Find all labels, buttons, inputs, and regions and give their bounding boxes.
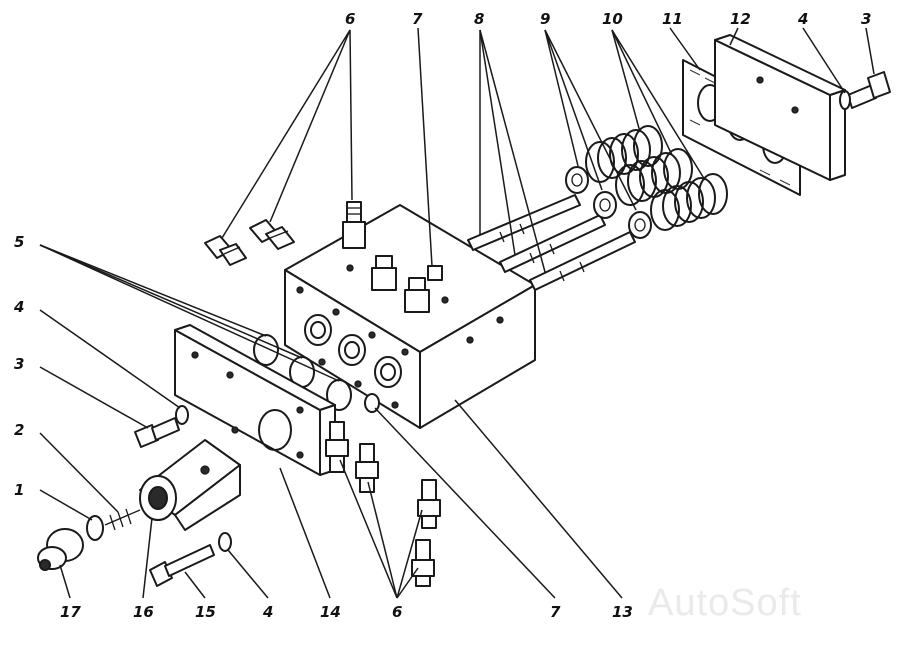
bottom-fitting-6a: [325, 421, 349, 473]
spring-2: [104, 508, 141, 531]
callout-1: 1: [14, 481, 24, 499]
callout-6-top: 6: [345, 10, 355, 28]
top-fitting-6: [342, 201, 366, 249]
plug-17: [37, 528, 84, 571]
callout-10: 10: [602, 10, 623, 28]
callout-4-left: 4: [13, 298, 24, 316]
cover-plate-12: [714, 34, 846, 181]
washer-4-bottom: [218, 532, 232, 552]
spool-8a: [467, 194, 581, 251]
bottom-fitting-6d: [411, 539, 435, 587]
washer-4-left: [175, 405, 189, 425]
watermark-text: AutoSoft: [648, 582, 802, 624]
plug-7-front: [364, 393, 380, 413]
callout-8: 8: [474, 10, 484, 28]
relief-housing-16: [139, 439, 241, 531]
spool-8c: [529, 231, 636, 291]
left-fitting-6b: [249, 219, 295, 250]
bottom-fitting-6b: [355, 443, 379, 493]
washer-4-right: [839, 90, 851, 110]
callout-16: 16: [133, 603, 154, 621]
callout-13: 13: [612, 603, 633, 621]
flange-plate-14: [174, 324, 336, 476]
leader-lines: [39, 27, 875, 599]
callout-3-left: 3: [14, 355, 24, 373]
callout-4-right: 4: [797, 10, 808, 28]
washer-1: [86, 515, 104, 541]
top-fitting-7b: [404, 277, 430, 313]
top-fitting-7a: [371, 255, 397, 291]
spring-cap-9b: [593, 191, 617, 219]
callout-6-bottom: 6: [392, 603, 402, 621]
callout-2: 2: [14, 421, 24, 439]
callout-7-bottom: 7: [550, 603, 561, 621]
callout-17: 17: [60, 603, 81, 621]
callout-labels: 6 7 8 9 10 11 12 4 3 5 4 3 2 1 17 16 15 …: [13, 10, 871, 621]
spring-cap-9c: [628, 211, 652, 239]
callout-7-top: 7: [412, 10, 423, 28]
bolt-3-left: [134, 417, 180, 448]
bottom-fitting-6c: [417, 479, 441, 529]
spring-10a: [585, 125, 663, 183]
plug-7: [427, 265, 443, 281]
spring-10c: [650, 173, 728, 231]
spring-cap-9a: [565, 166, 589, 194]
callout-5: 5: [14, 233, 24, 251]
left-fitting-6a: [204, 235, 247, 266]
callout-3-right: 3: [861, 10, 871, 28]
spool-8b: [499, 214, 606, 273]
callout-11: 11: [662, 10, 683, 28]
callout-14: 14: [320, 603, 341, 621]
bolt-3-right: [847, 71, 891, 109]
bolt-15: [149, 544, 215, 587]
callout-15: 15: [195, 603, 216, 621]
callout-12: 12: [730, 10, 751, 28]
callout-9: 9: [540, 10, 550, 28]
callout-4-bottom: 4: [262, 603, 273, 621]
